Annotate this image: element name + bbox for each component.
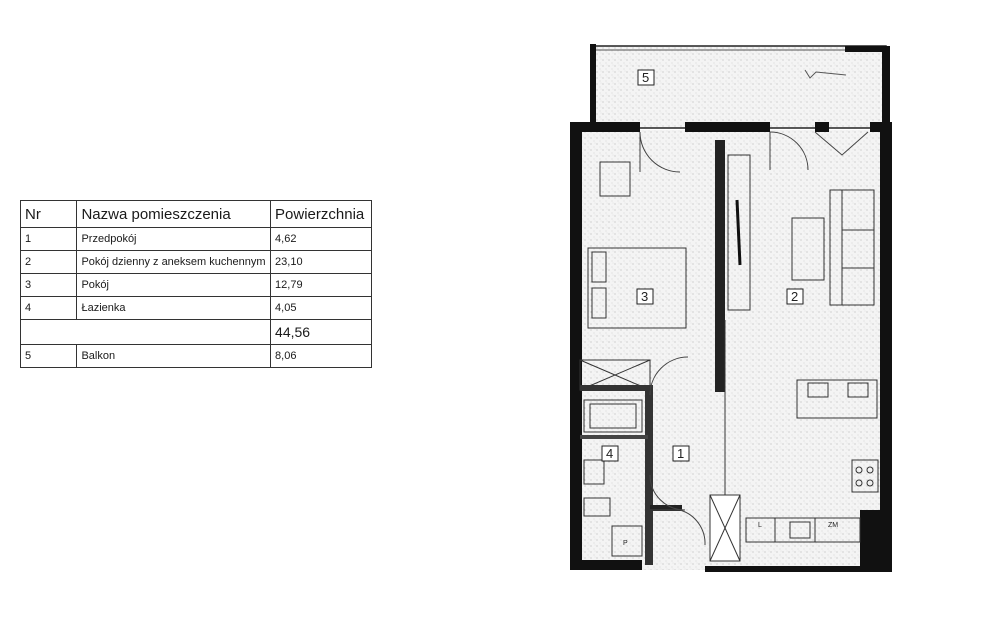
table-row: 4 Łazienka 4,05 bbox=[19, 296, 372, 320]
row-name: Łazienka bbox=[76, 296, 272, 320]
svg-text:2: 2 bbox=[791, 289, 798, 304]
row-nr: 1 bbox=[19, 227, 78, 251]
room-label-5: 5 bbox=[637, 69, 655, 86]
row-nr: 4 bbox=[19, 296, 78, 320]
total-area: 44,56 bbox=[270, 319, 372, 345]
room-label-1: 1 bbox=[672, 445, 690, 462]
dishwasher-label: ZM bbox=[828, 522, 838, 529]
ventilation-shaft bbox=[709, 494, 741, 562]
row-area: 8,06 bbox=[270, 344, 372, 368]
svg-text:4: 4 bbox=[606, 446, 613, 461]
room-label-4: 4 bbox=[601, 445, 619, 462]
room-label-2: 2 bbox=[786, 288, 804, 305]
fridge-label: L bbox=[758, 522, 762, 529]
svg-text:5: 5 bbox=[642, 70, 649, 85]
bedroom-furniture bbox=[579, 161, 687, 391]
row-area: 23,10 bbox=[270, 250, 372, 274]
bathroom-fixtures bbox=[583, 399, 643, 557]
row-name: Balkon bbox=[76, 344, 272, 368]
balcony bbox=[590, 44, 890, 129]
header-area: Powierzchnia bbox=[270, 200, 372, 228]
room-area-table: Nr Nazwa pomieszczenia Powierzchnia 1 Pr… bbox=[19, 200, 372, 368]
row-nr: 3 bbox=[19, 273, 78, 297]
table-total-row: 44,56 bbox=[19, 319, 372, 345]
doors bbox=[639, 131, 869, 546]
row-area: 12,79 bbox=[270, 273, 372, 297]
row-nr: 5 bbox=[19, 344, 78, 368]
header-room-name: Nazwa pomieszczenia bbox=[76, 200, 272, 228]
table-row: 5 Balkon 8,06 bbox=[19, 344, 372, 368]
header-nr: Nr bbox=[19, 200, 78, 228]
row-name: Pokój dzienny z aneksem kuchennym bbox=[76, 250, 272, 274]
table-row: 1 Przedpokój 4,62 bbox=[19, 227, 372, 251]
washer-label: P bbox=[623, 540, 628, 547]
row-name: Przedpokój bbox=[76, 227, 272, 251]
row-area: 4,62 bbox=[270, 227, 372, 251]
row-nr: 2 bbox=[19, 250, 78, 274]
svg-text:3: 3 bbox=[641, 289, 648, 304]
table-header-row: Nr Nazwa pomieszczenia Powierzchnia bbox=[19, 200, 372, 228]
row-area: 4,05 bbox=[270, 296, 372, 320]
floor-plan-drawing: 5 3 2 4 1 P L ZM bbox=[570, 44, 892, 572]
row-name: Pokój bbox=[76, 273, 272, 297]
room-label-3: 3 bbox=[636, 288, 654, 305]
svg-text:1: 1 bbox=[677, 446, 684, 461]
total-spacer bbox=[19, 319, 272, 345]
outer-walls bbox=[570, 122, 892, 572]
floor-plan: 5 3 2 4 1 P L ZM bbox=[560, 40, 900, 580]
table-row: 2 Pokój dzienny z aneksem kuchennym 23,1… bbox=[19, 250, 372, 274]
table-row: 3 Pokój 12,79 bbox=[19, 273, 372, 297]
living-furniture bbox=[727, 154, 879, 543]
